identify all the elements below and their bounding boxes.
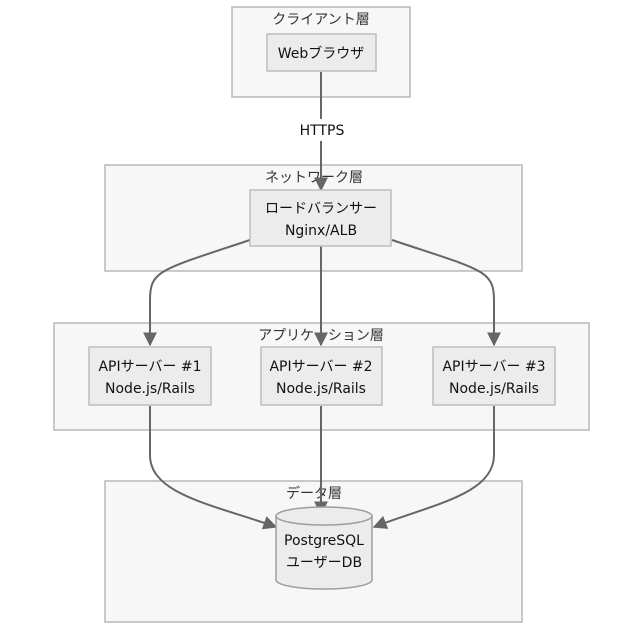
edge-lb-api3 [391, 239, 501, 347]
api-server-3-name: APIサーバー #3 [442, 359, 545, 375]
database-node: PostgreSQL ユーザーDB [275, 506, 373, 590]
browser-node-label: Webブラウザ [278, 45, 365, 62]
edge-api3-db [372, 406, 495, 529]
edge-api1-db [149, 406, 278, 530]
network-layer: ネットワーク層 [104, 164, 523, 272]
data-layer-title: データ層 [286, 485, 342, 502]
network-layer-title: ネットワーク層 [265, 170, 363, 186]
api-server-1-node: APIサーバー #1 Node.js/Rails [88, 346, 212, 406]
database-name: PostgreSQL [284, 533, 364, 549]
database-purpose: ユーザーDB [286, 555, 362, 571]
edge-label-https: HTTPS [294, 119, 350, 141]
load-balancer-tech: Nginx/ALB [285, 223, 357, 239]
api-server-1-name: APIサーバー #1 [98, 359, 201, 375]
api-server-2-tech: Node.js/Rails [276, 381, 366, 397]
https-label: HTTPS [300, 123, 345, 139]
database-cylinder-icon [275, 506, 373, 590]
api-server-3-tech: Node.js/Rails [449, 381, 539, 397]
load-balancer-name: ロードバランサー [265, 201, 377, 217]
api-server-3-node: APIサーバー #3 Node.js/Rails [432, 346, 556, 406]
browser-node: Webブラウザ [266, 33, 377, 72]
api-server-2-node: APIサーバー #2 Node.js/Rails [260, 346, 383, 406]
api-server-1-tech: Node.js/Rails [105, 381, 195, 397]
edge-lb-api1 [143, 239, 251, 347]
load-balancer-node: ロードバランサー Nginx/ALB [249, 189, 392, 247]
client-layer-title: クライアント層 [272, 12, 369, 28]
database-cylinder-top [275, 515, 373, 526]
api-server-2-name: APIサーバー #2 [269, 359, 372, 375]
